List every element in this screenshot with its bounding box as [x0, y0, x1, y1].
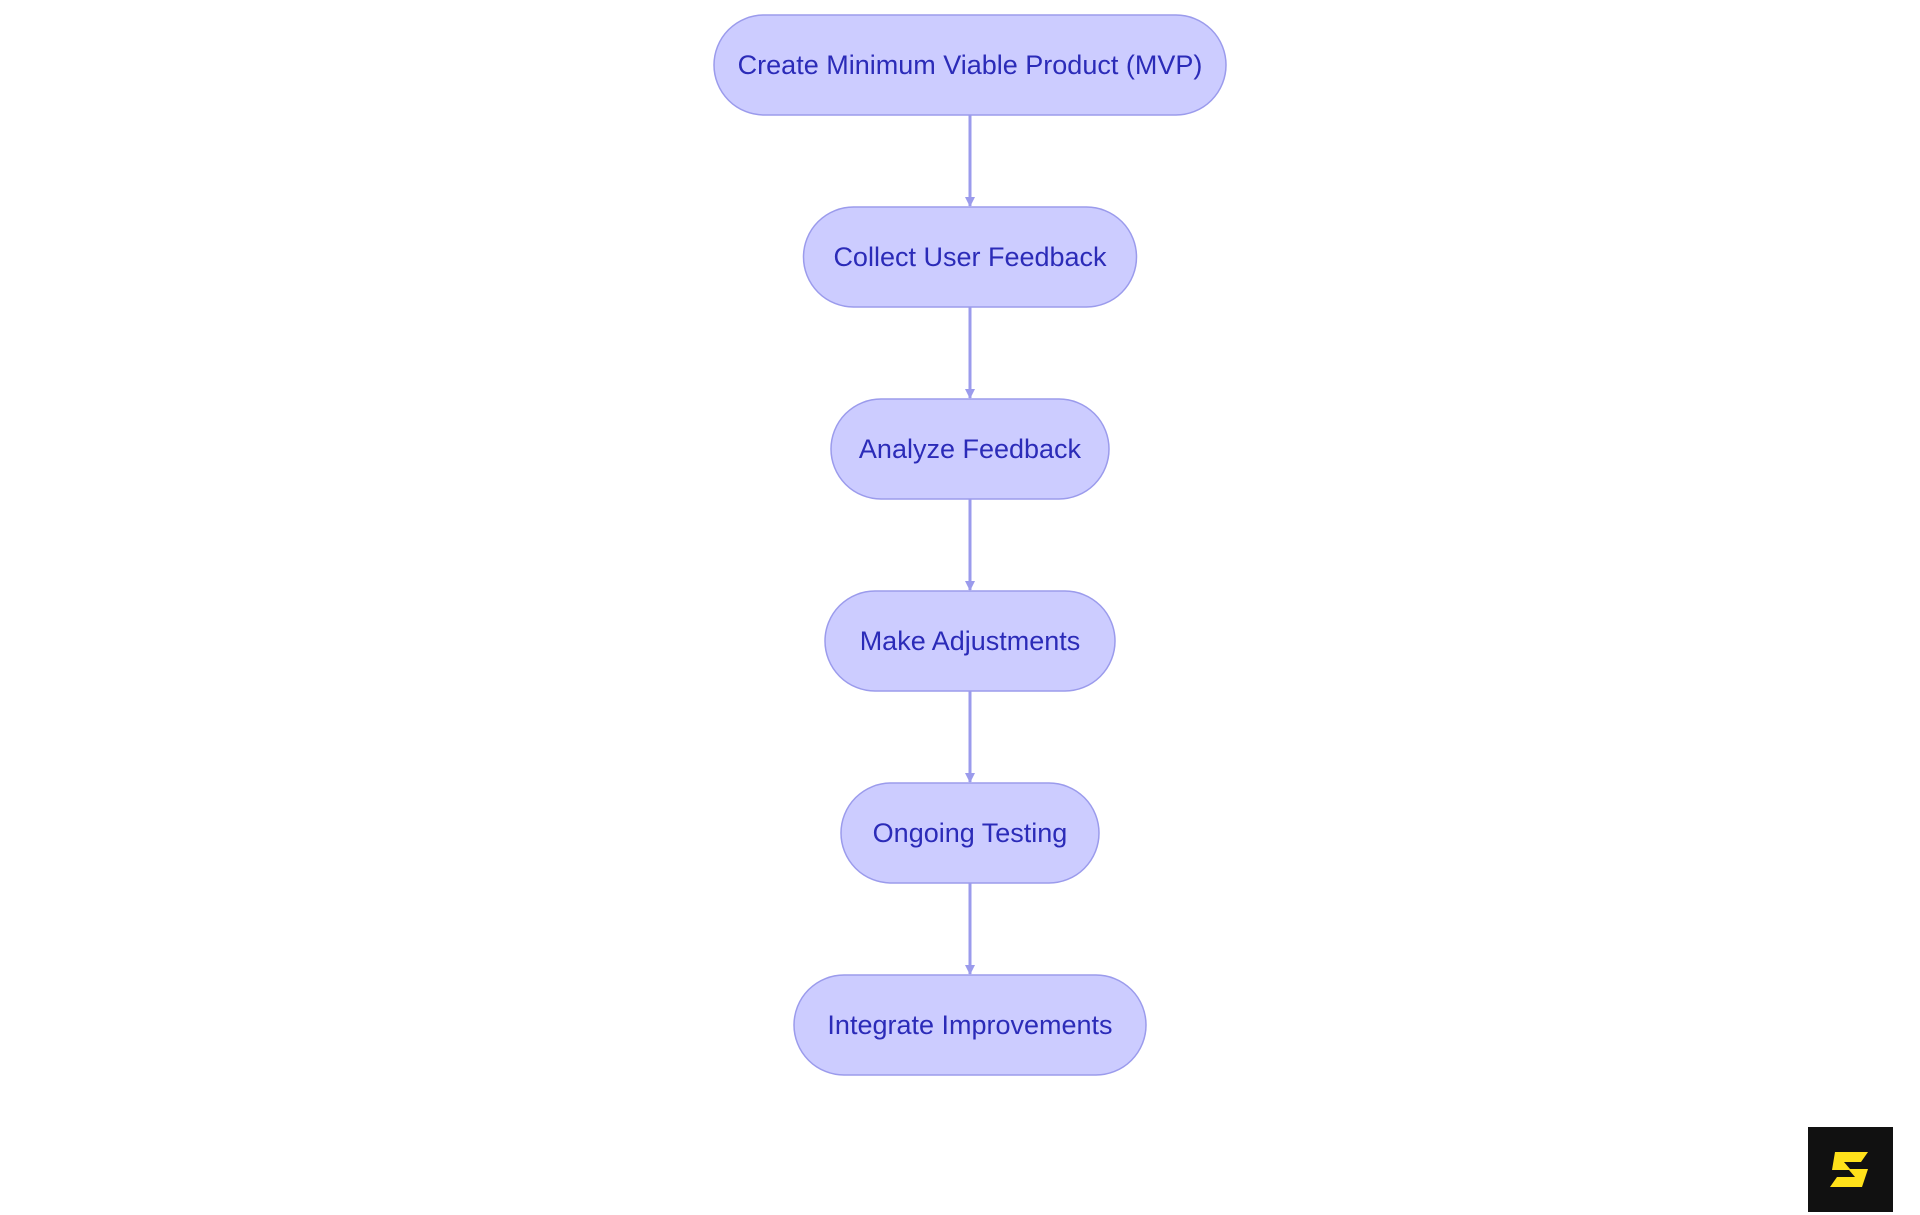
flow-node-shape — [713, 14, 1227, 116]
flow-node-shape — [802, 206, 1138, 308]
s-logo-mark — [1830, 1152, 1868, 1187]
flow-node-1: Create Minimum Viable Product (MVP) — [713, 14, 1227, 116]
flow-node-label: Analyze Feedback — [859, 434, 1082, 464]
flow-node-2: Collect User Feedback — [802, 206, 1138, 308]
flow-node-shape — [830, 398, 1110, 500]
flow-node-label: Ongoing Testing — [873, 818, 1068, 848]
flow-node-label: Make Adjustments — [860, 626, 1081, 656]
flow-node-5: Ongoing Testing — [840, 782, 1100, 884]
flow-node-label: Create Minimum Viable Product (MVP) — [738, 50, 1203, 80]
s-logo-icon — [1808, 1127, 1893, 1212]
nodes-layer: Create Minimum Viable Product (MVP) Colle… — [713, 14, 1227, 1076]
flow-node-label: Collect User Feedback — [833, 242, 1107, 272]
flow-node-label: Integrate Improvements — [827, 1010, 1112, 1040]
flow-node-3: Analyze Feedback — [830, 398, 1110, 500]
flow-node-6: Integrate Improvements — [793, 974, 1147, 1076]
flow-node-shape — [793, 974, 1147, 1076]
flow-node-shape — [824, 590, 1116, 692]
flow-node-shape — [840, 782, 1100, 884]
flow-node-4: Make Adjustments — [824, 590, 1116, 692]
